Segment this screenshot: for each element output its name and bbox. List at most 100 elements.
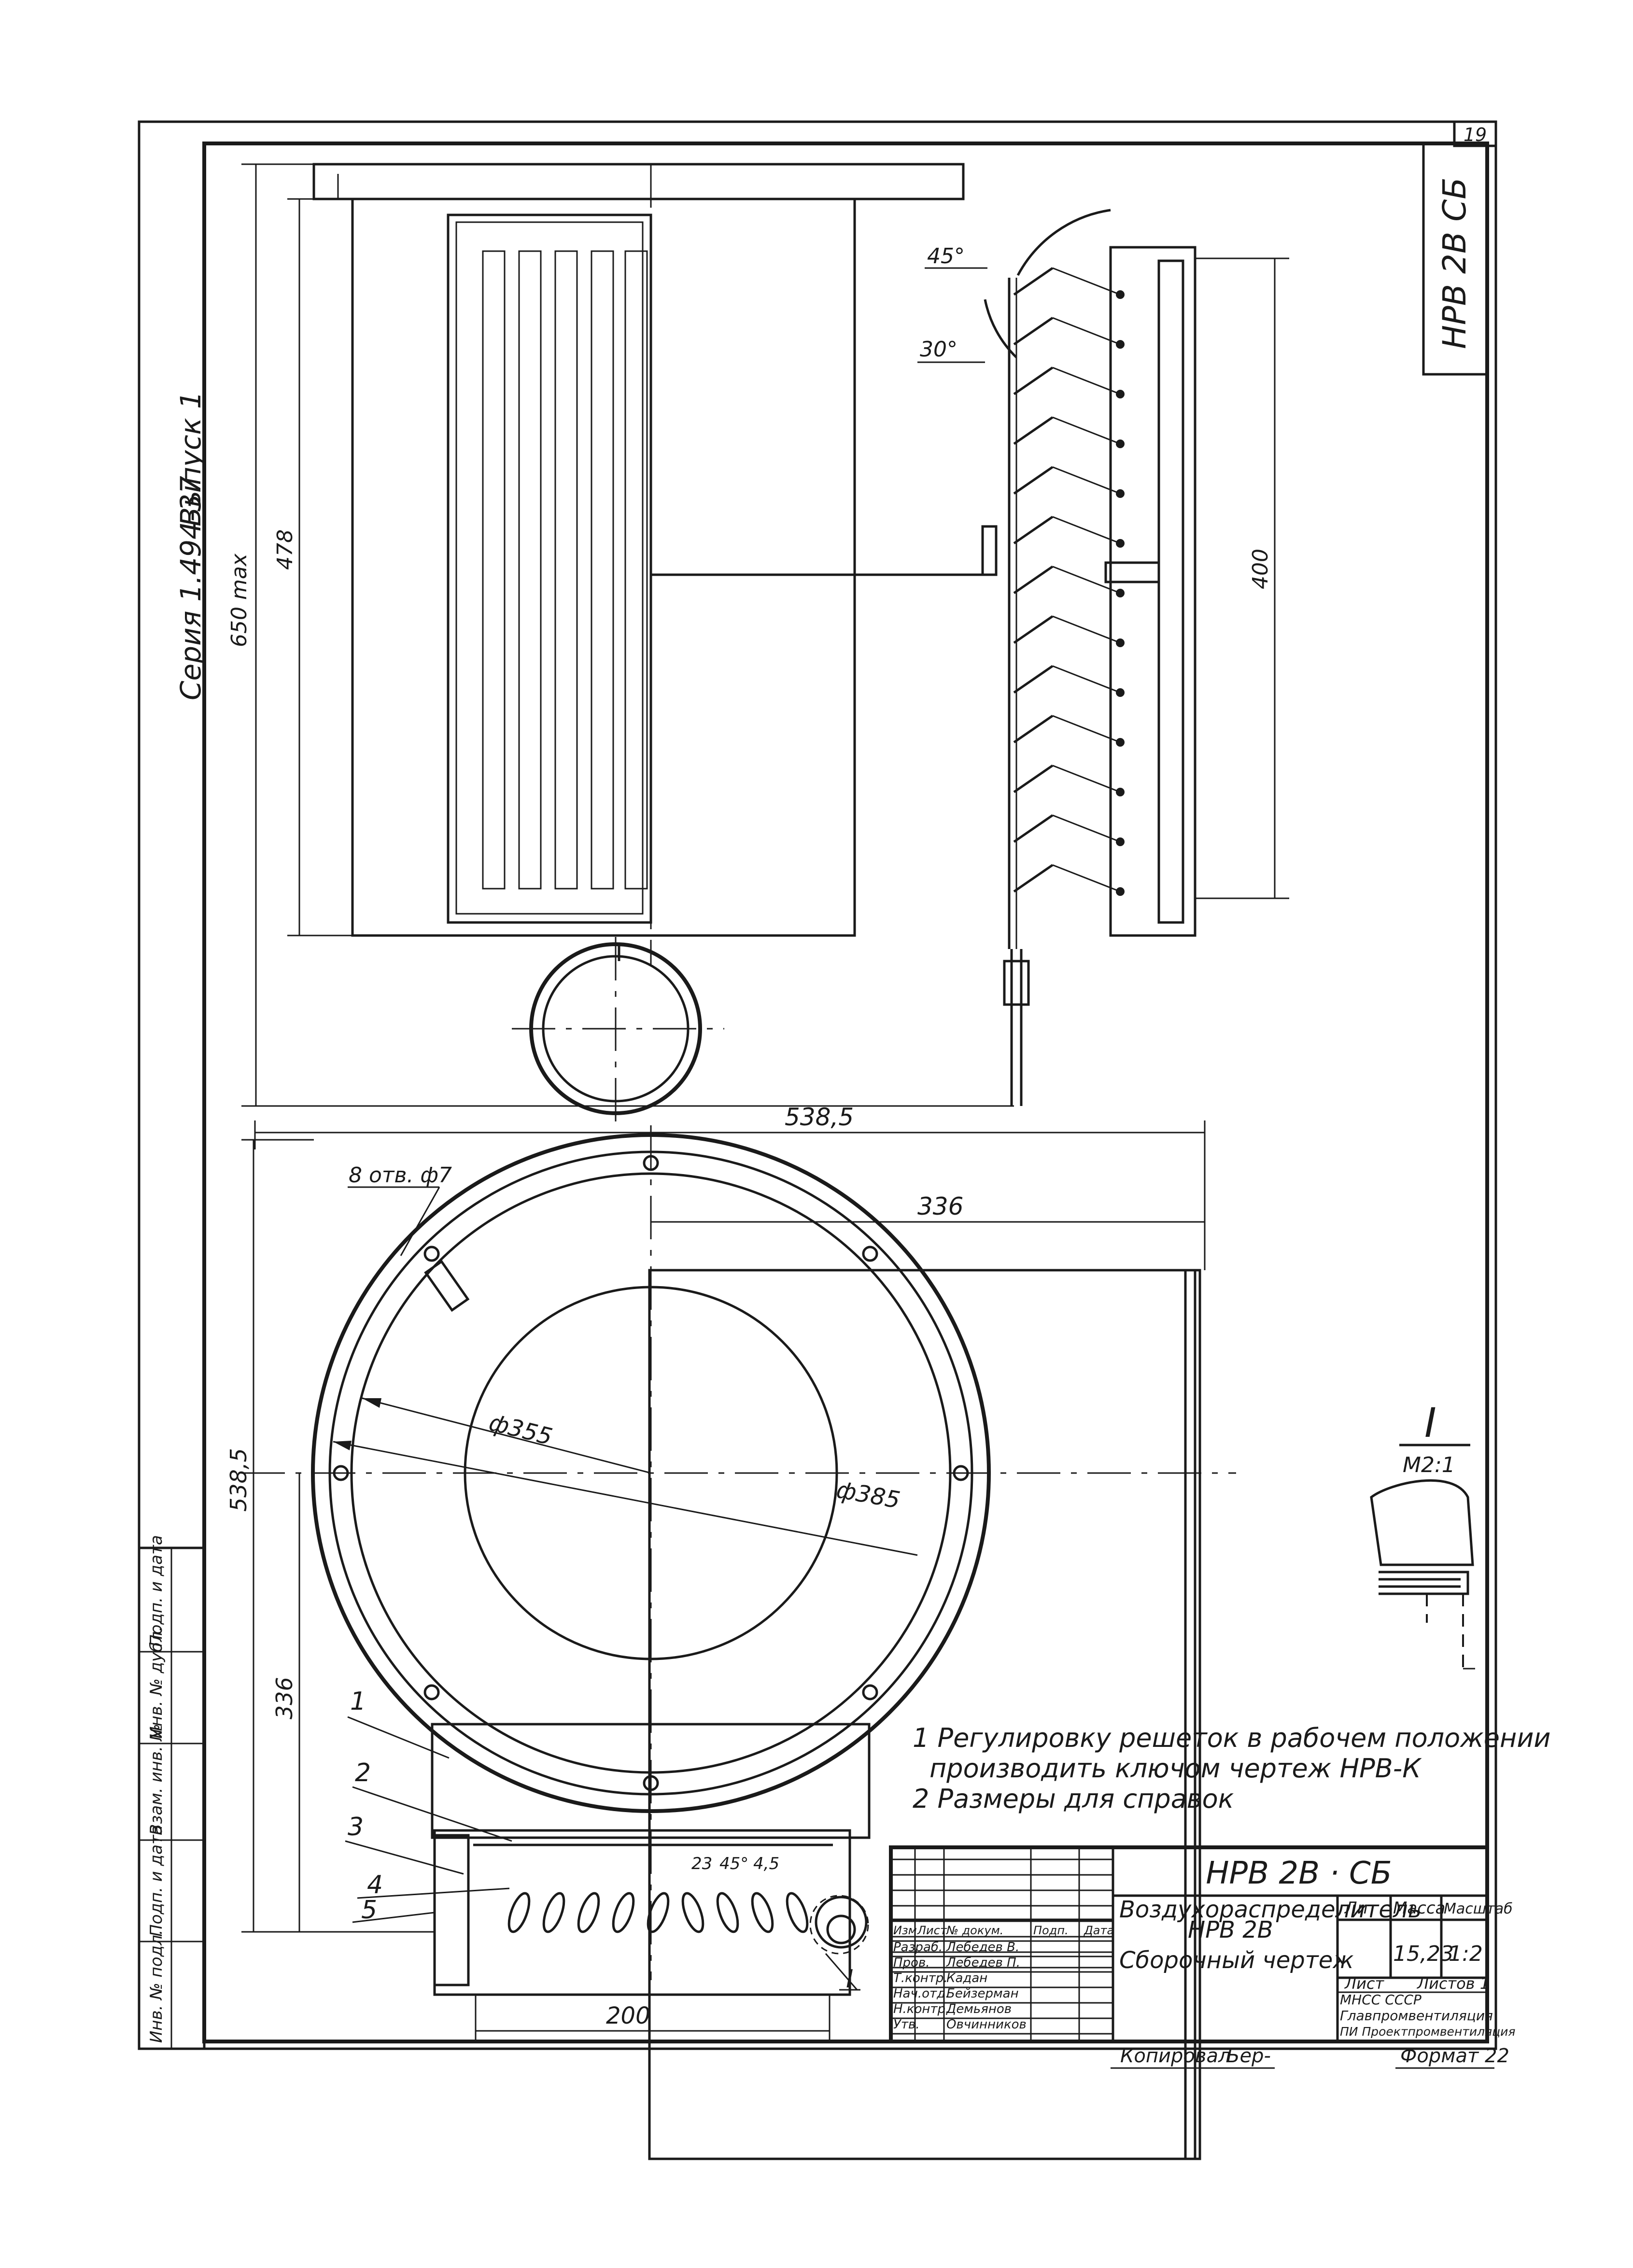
blade-link-7	[1052, 566, 1121, 594]
name-4: Бейзерман	[946, 1986, 1019, 2001]
louver-3	[554, 250, 578, 890]
issue-label: Выпуск 1	[174, 391, 207, 526]
title-designation: НРВ 2В · СБ	[1206, 1856, 1392, 1891]
col-izm: Изм	[893, 1924, 917, 1937]
sheet-frame	[138, 120, 1497, 2050]
name-2: Лебедев П.	[946, 1956, 1020, 1970]
scale-value: 1:2	[1449, 1942, 1483, 1966]
blade-pivot-13	[1116, 887, 1125, 896]
slot-9	[786, 1892, 809, 1933]
slot-5	[647, 1892, 670, 1933]
name-6: Овчинников	[946, 2017, 1027, 2032]
note-line-1: 1 Регулировку решеток в рабочем положени…	[913, 1723, 1551, 1753]
side-stamp: Инв. № подл. Подп. и дата Взам. инв. № И…	[138, 1535, 206, 2050]
blade-5	[1013, 466, 1054, 495]
slot-6	[681, 1892, 704, 1933]
name-5: Демьянов	[946, 2002, 1012, 2016]
col-list: Лист	[917, 1924, 947, 1937]
slot-3	[577, 1892, 600, 1933]
diameter-385: ф385	[834, 1476, 902, 1514]
blade-6	[1013, 515, 1054, 545]
blade-link-8	[1052, 615, 1121, 644]
sheet-number: 19	[1464, 124, 1487, 145]
blade-link-10	[1052, 715, 1121, 743]
small-dim-45: 45°	[719, 1854, 748, 1873]
position-4: 4	[367, 1871, 383, 1899]
name-3: Кадан	[946, 1971, 987, 1985]
role-4: Нач.отд.	[893, 1986, 949, 2001]
side-stamp-label-5: Подп. и дата	[147, 1535, 166, 1647]
blade-pivot-12	[1116, 837, 1125, 846]
dim-336-horizontal: 336	[917, 1192, 963, 1220]
note-line-2: производить ключом чертеж НРВ-К	[929, 1753, 1422, 1784]
org-line-1: МНСС СССР	[1340, 1992, 1422, 2008]
dim-336-vertical: 336	[271, 1677, 297, 1719]
blade-pivot-1	[1116, 290, 1125, 299]
plan-view-dimensions: 538,5 336 538,5 336 200	[225, 1103, 1206, 2041]
blade-pivot-8	[1116, 638, 1125, 647]
detail-roman: I	[1424, 1399, 1436, 1446]
side-stamp-label-2: Подп. и дата	[147, 1825, 166, 1937]
louver-2	[518, 250, 542, 890]
sheet-label: Лист	[1344, 1974, 1384, 1993]
side-stamp-label-4: Инв. № дубл.	[147, 1626, 166, 1739]
org-line-2: Главпромвентиляция	[1340, 2008, 1493, 2024]
blade-4	[1013, 416, 1054, 445]
role-3: Т.контр.	[893, 1971, 948, 1985]
sheet-number-box: 19	[1453, 120, 1497, 147]
holes-note: 8 отв. ф7	[349, 1163, 452, 1188]
blade-pivot-5	[1116, 489, 1125, 498]
blade-pivot-4	[1116, 439, 1125, 448]
louver-4	[591, 250, 614, 890]
diameter-355: ф355	[486, 1409, 555, 1450]
side-stamp-label-1: Инв. № подл.	[147, 1929, 166, 2043]
dim-200: 200	[606, 2002, 650, 2029]
blade-pivot-2	[1116, 340, 1125, 349]
blade-pivot-7	[1116, 589, 1125, 597]
header-scale: Масштаб	[1444, 1900, 1513, 1917]
small-dim-23: 23	[691, 1854, 712, 1873]
blade-9	[1013, 665, 1054, 694]
title-name-3: Сборочный чертеж	[1119, 1947, 1354, 1974]
angle-45: 45°	[927, 244, 965, 269]
louver-5	[624, 250, 648, 890]
blade-link-5	[1052, 466, 1121, 495]
slot-4	[612, 1892, 635, 1933]
bottom-stamp: Копировал Бер- Формат 22	[1111, 2045, 1509, 2069]
corner-code-box: НРВ 2В СБ	[1422, 142, 1489, 376]
blade-1	[1013, 267, 1054, 296]
bolt-hole-4	[423, 1684, 440, 1701]
small-dim-45b: 4,5	[753, 1854, 779, 1873]
blade-8	[1013, 615, 1054, 644]
copied-name: Бер-	[1226, 2045, 1271, 2067]
blade-pivot-11	[1116, 788, 1125, 796]
mass-value: 15,23	[1393, 1942, 1454, 1966]
blade-link-2	[1052, 317, 1121, 345]
role-1: Разраб.	[893, 1940, 943, 1955]
detail-view: I М2:1	[1370, 1399, 1475, 1670]
title-name-2: НРВ 2В	[1188, 1916, 1273, 1943]
role-5: Н.контр.	[893, 2002, 949, 2016]
series-label: Серия 1.494-37	[174, 476, 207, 700]
copied-label: Копировал	[1120, 2045, 1231, 2067]
detail-scale: М2:1	[1403, 1453, 1455, 1477]
sheets-label: Листов 1	[1417, 1974, 1490, 1993]
position-1: 1	[350, 1687, 366, 1716]
blade-link-12	[1052, 814, 1121, 843]
blade-7	[1013, 565, 1054, 595]
blade-13	[1013, 864, 1054, 893]
louver-1	[482, 250, 506, 890]
note-line-3: 2 Размеры для справок	[913, 1784, 1234, 1814]
bolt-hole-6	[423, 1246, 440, 1262]
position-5: 5	[361, 1896, 377, 1925]
col-date: Дата	[1084, 1924, 1114, 1937]
slot-7	[716, 1892, 739, 1933]
title-name-1: Воздухораспределитель	[1119, 1896, 1422, 1923]
side-stamp-label-3: Взам. инв. №	[147, 1724, 166, 1835]
detail-callout-mark: I	[846, 1965, 853, 1994]
corner-code: НРВ 2В СБ	[1436, 177, 1473, 349]
position-2: 2	[355, 1758, 371, 1787]
org-line-3: ПИ Проектпромвентиляция	[1340, 2025, 1515, 2039]
dim-538-5-vertical: 538,5	[225, 1448, 252, 1512]
